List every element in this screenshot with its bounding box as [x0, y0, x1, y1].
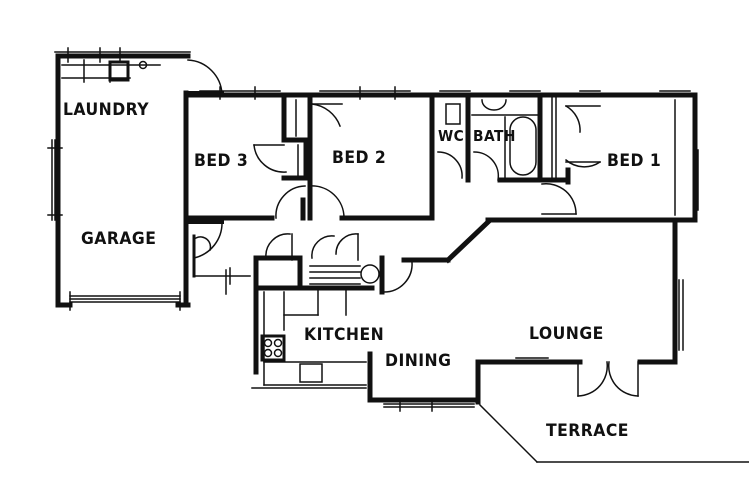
- room-label-bath: BATH: [473, 127, 516, 145]
- room-label-lounge: LOUNGE: [529, 324, 604, 344]
- room-label-bed2: BED 2: [332, 148, 387, 168]
- laundry-door: [186, 59, 224, 95]
- room-label-garage: GARAGE: [81, 229, 157, 249]
- bedrooms-2-3-windows: [199, 86, 411, 176]
- living-walls: [253, 218, 678, 405]
- room-label-laundry: LAUNDRY: [63, 100, 150, 120]
- garage-side-door: [184, 220, 251, 295]
- room-label-dining: DINING: [385, 351, 452, 371]
- room-label-terrace: TERRACE: [546, 421, 629, 441]
- bedroom-doors: [253, 103, 345, 219]
- bed1-bath-walls: [429, 92, 698, 223]
- garage-windows: [47, 47, 191, 311]
- room-label-bed1: BED 1: [607, 151, 662, 171]
- room-label-kitchen: KITCHEN: [304, 325, 385, 345]
- bedrooms-2-3-walls: [183, 92, 439, 221]
- room-label-bed3: BED 3: [194, 151, 249, 171]
- room-label-wc: WC: [438, 127, 465, 145]
- living-fixtures: [251, 233, 749, 464]
- bed1-bath-fixtures: [437, 90, 699, 216]
- garage-laundry-walls: [55, 53, 191, 308]
